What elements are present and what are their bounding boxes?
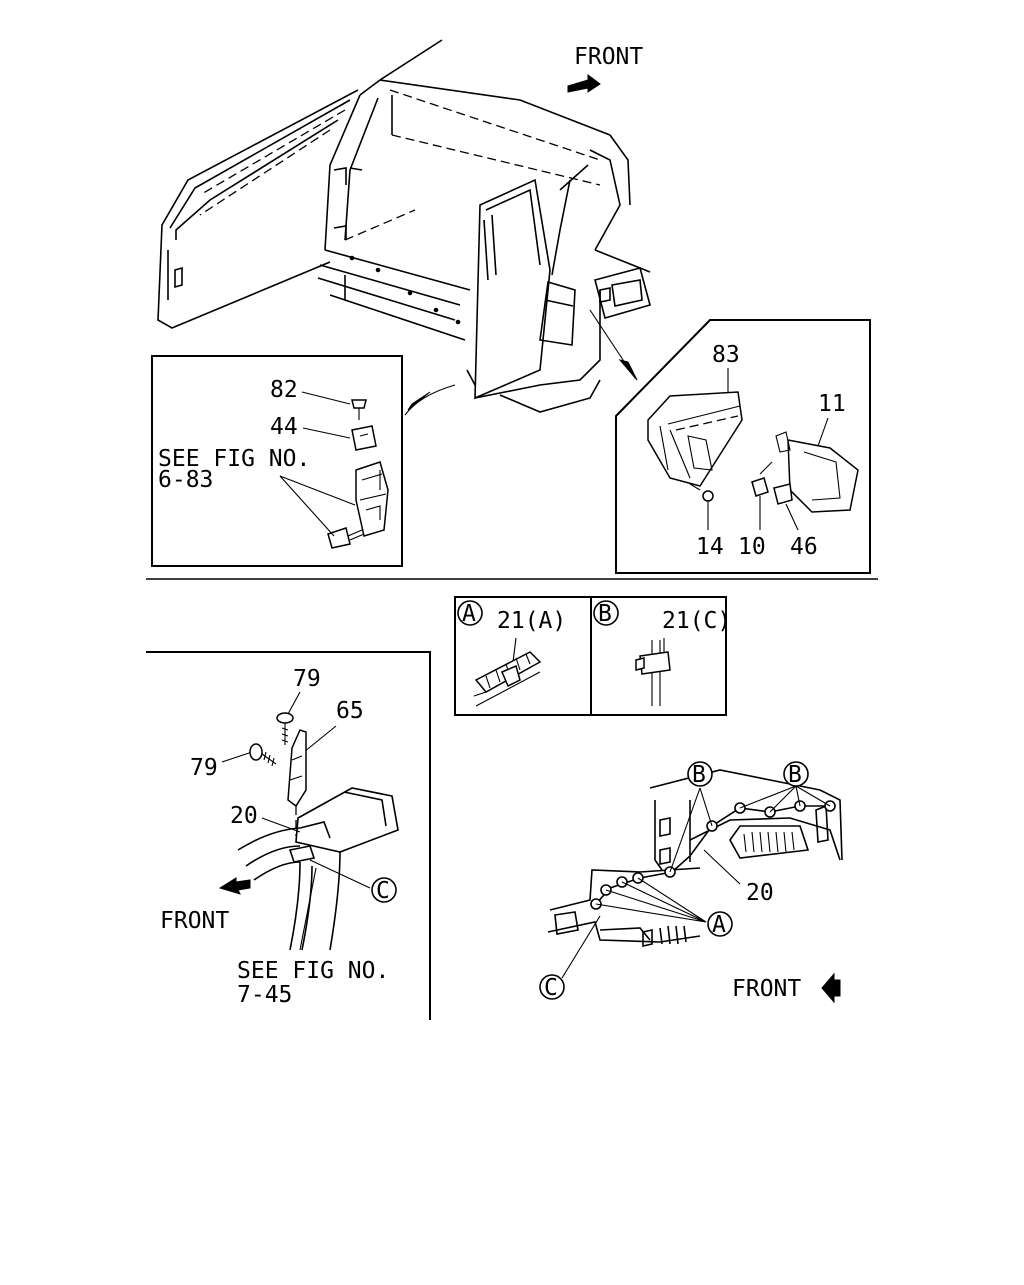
part-number-11: 11 [818, 391, 846, 417]
part-number-21c: 21(C) [662, 608, 731, 634]
see-fig-label-2-line1: SEE FIG NO. [237, 958, 389, 984]
part-number-20-right: 20 [746, 880, 774, 906]
callout-a-marker: A [462, 601, 476, 627]
callout-c-routing: C [539, 974, 565, 1001]
callout-b-marker-routing-left: B [692, 762, 706, 788]
part-number-65: 65 [336, 698, 364, 724]
latch-detail-box: 82 44 SEE FIG NO. 6-83 [151, 355, 403, 567]
harness-routing-section: A B B 20 C FRONT [539, 761, 843, 1004]
callout-b-detail: B [593, 600, 619, 627]
part-number-21a: 21(A) [497, 608, 566, 634]
callout-c-marker-bracket: C [376, 878, 390, 904]
see-fig-label-1-line1: SEE FIG NO. [158, 446, 310, 472]
see-fig-label-2-line2: 7-45 [237, 982, 292, 1008]
front-direction-top: FRONT [567, 44, 643, 93]
callout-a-routing: A [707, 911, 733, 938]
fuel-lid-detail-box: 83 11 14 10 46 [615, 319, 871, 574]
callout-a-detail: A [457, 600, 483, 627]
vehicle-rear-illustration [157, 39, 651, 416]
callout-b-routing-left: B [687, 761, 713, 788]
callout-b-marker: B [598, 601, 612, 627]
part-number-20-left: 20 [230, 803, 258, 829]
part-number-79-left: 79 [190, 755, 218, 781]
callout-c-marker-routing: C [544, 975, 558, 1001]
harness-bracket-section: 79 79 65 C [146, 651, 431, 1020]
part-number-10: 10 [738, 534, 766, 560]
front-label-left: FRONT [160, 908, 229, 934]
front-label-right: FRONT [732, 976, 801, 1002]
part-number-83: 83 [712, 342, 740, 368]
see-fig-label-1-line2: 6-83 [158, 467, 213, 493]
callout-b-routing-right: B [783, 761, 809, 788]
part-number-46: 46 [790, 534, 818, 560]
front-label-top: FRONT [574, 44, 643, 70]
part-number-14: 14 [696, 534, 724, 560]
callout-c-bracket: C [371, 877, 397, 904]
clip-detail-boxes: A 21(A) B 21(C) [454, 596, 731, 716]
callout-b-marker-routing-right: B [788, 762, 802, 788]
part-number-82: 82 [270, 377, 298, 403]
part-number-79-top: 79 [293, 666, 321, 692]
part-number-44: 44 [270, 414, 298, 440]
callout-a-marker-routing: A [712, 912, 726, 938]
